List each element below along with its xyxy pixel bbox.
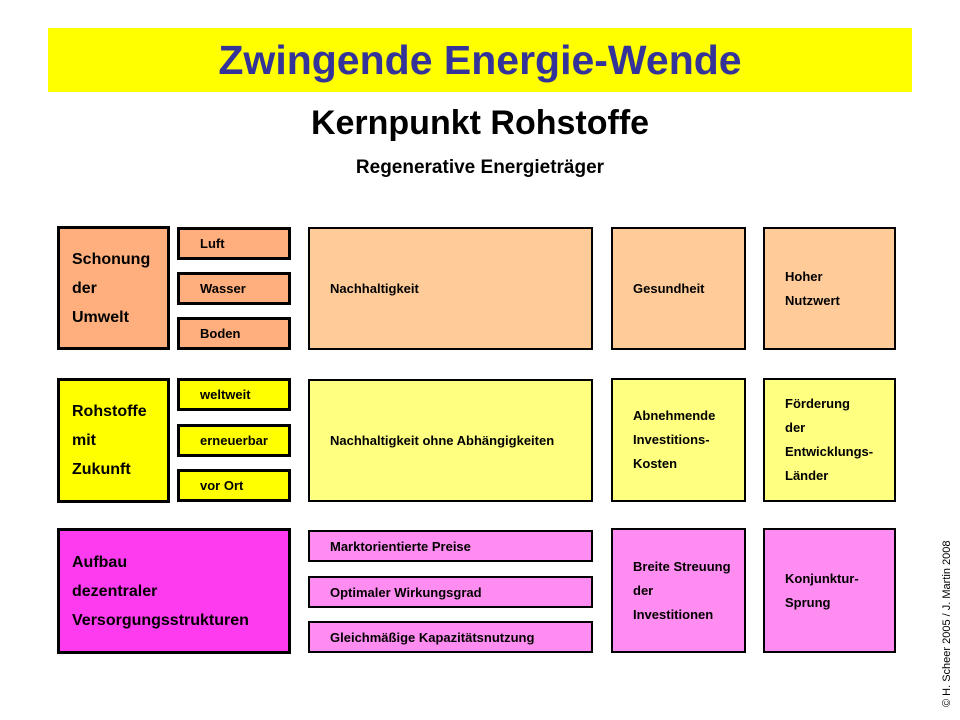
banner-title: Zwingende Energie-Wende (218, 36, 742, 83)
box-weltweit: weltweit (177, 378, 291, 411)
copyright-note: © H. Scheer 2005 / J. Martin 2008 (941, 540, 953, 707)
box-line: Kosten (633, 456, 678, 471)
box-rohstoffe-mit-zukunft: Rohstoffe mit Zukunft (57, 378, 170, 503)
box-optimaler-wirkungsgrad: Optimaler Wirkungsgrad (308, 576, 593, 608)
box-line: Konjunktur- (785, 570, 859, 586)
box-line: Abnehmende (633, 408, 716, 423)
box-line: Schonung (72, 250, 151, 268)
box-line: Versorgungsstrukturen (72, 611, 249, 629)
box-line: Umwelt (72, 308, 129, 326)
box-line: Investitionen (633, 606, 714, 622)
box-line: Rohstoffe (72, 403, 147, 420)
slide-title: Kernpunkt Rohstoffe (310, 104, 650, 142)
box-konjunktur-sprung: Konjunktur- Sprung (763, 528, 896, 653)
box-line: Zukunft (72, 461, 131, 478)
box-line: Nutzwert (785, 292, 840, 308)
box-breite-streuung-der-investitionen: Breite Streuung der Investitionen (611, 528, 746, 653)
box-gleichmaessige-kapazitaetsnutzung: Gleichmäßige Kapazitätsnutzung (308, 621, 593, 653)
box-aufbau-dezentraler-versorgungsstrukturen: Aufbau dezentraler Versorgungsstrukturen (57, 528, 291, 654)
box-wasser: Wasser (177, 272, 291, 305)
box-luft: Luft (177, 227, 291, 260)
box-abnehmende-investitionskosten: Abnehmende Investitions- Kosten (611, 378, 746, 502)
box-line: der (785, 420, 806, 435)
box-line: Entwicklungs- (785, 444, 874, 459)
box-line: Investitions- (633, 432, 710, 447)
box-nachhaltigkeit-ohne-abhaengigkeiten: Nachhaltigkeit ohne Abhängigkeiten (308, 379, 593, 502)
box-line: Breite Streuung (633, 558, 731, 574)
box-schonung-der-umwelt: Schonung der Umwelt (57, 226, 170, 350)
box-vor-ort: vor Ort (177, 469, 291, 502)
slide-subtitle: Regenerative Energieträger (355, 157, 605, 178)
box-nachhaltigkeit: Nachhaltigkeit (308, 227, 593, 350)
box-line: Hoher (785, 268, 823, 284)
slide-banner: Zwingende Energie-Wende (48, 28, 912, 92)
box-erneuerbar: erneuerbar (177, 424, 291, 457)
box-line: Länder (785, 468, 829, 483)
box-line: der (72, 279, 97, 297)
box-marktorientierte-preise: Marktorientierte Preise (308, 530, 593, 562)
box-line: Förderung (785, 396, 850, 411)
box-boden: Boden (177, 317, 291, 350)
box-line: dezentraler (72, 582, 158, 600)
box-hoher-nutzwert: Hoher Nutzwert (763, 227, 896, 350)
box-line: Aufbau (72, 553, 128, 571)
box-gesundheit: Gesundheit (611, 227, 746, 350)
box-line: der (633, 582, 654, 598)
box-line: Sprung (785, 594, 831, 610)
box-line: Gesundheit (633, 280, 705, 296)
box-line: mit (72, 432, 96, 449)
box-foerderung-entwicklungslaender: Förderung der Entwicklungs- Länder (763, 378, 896, 502)
